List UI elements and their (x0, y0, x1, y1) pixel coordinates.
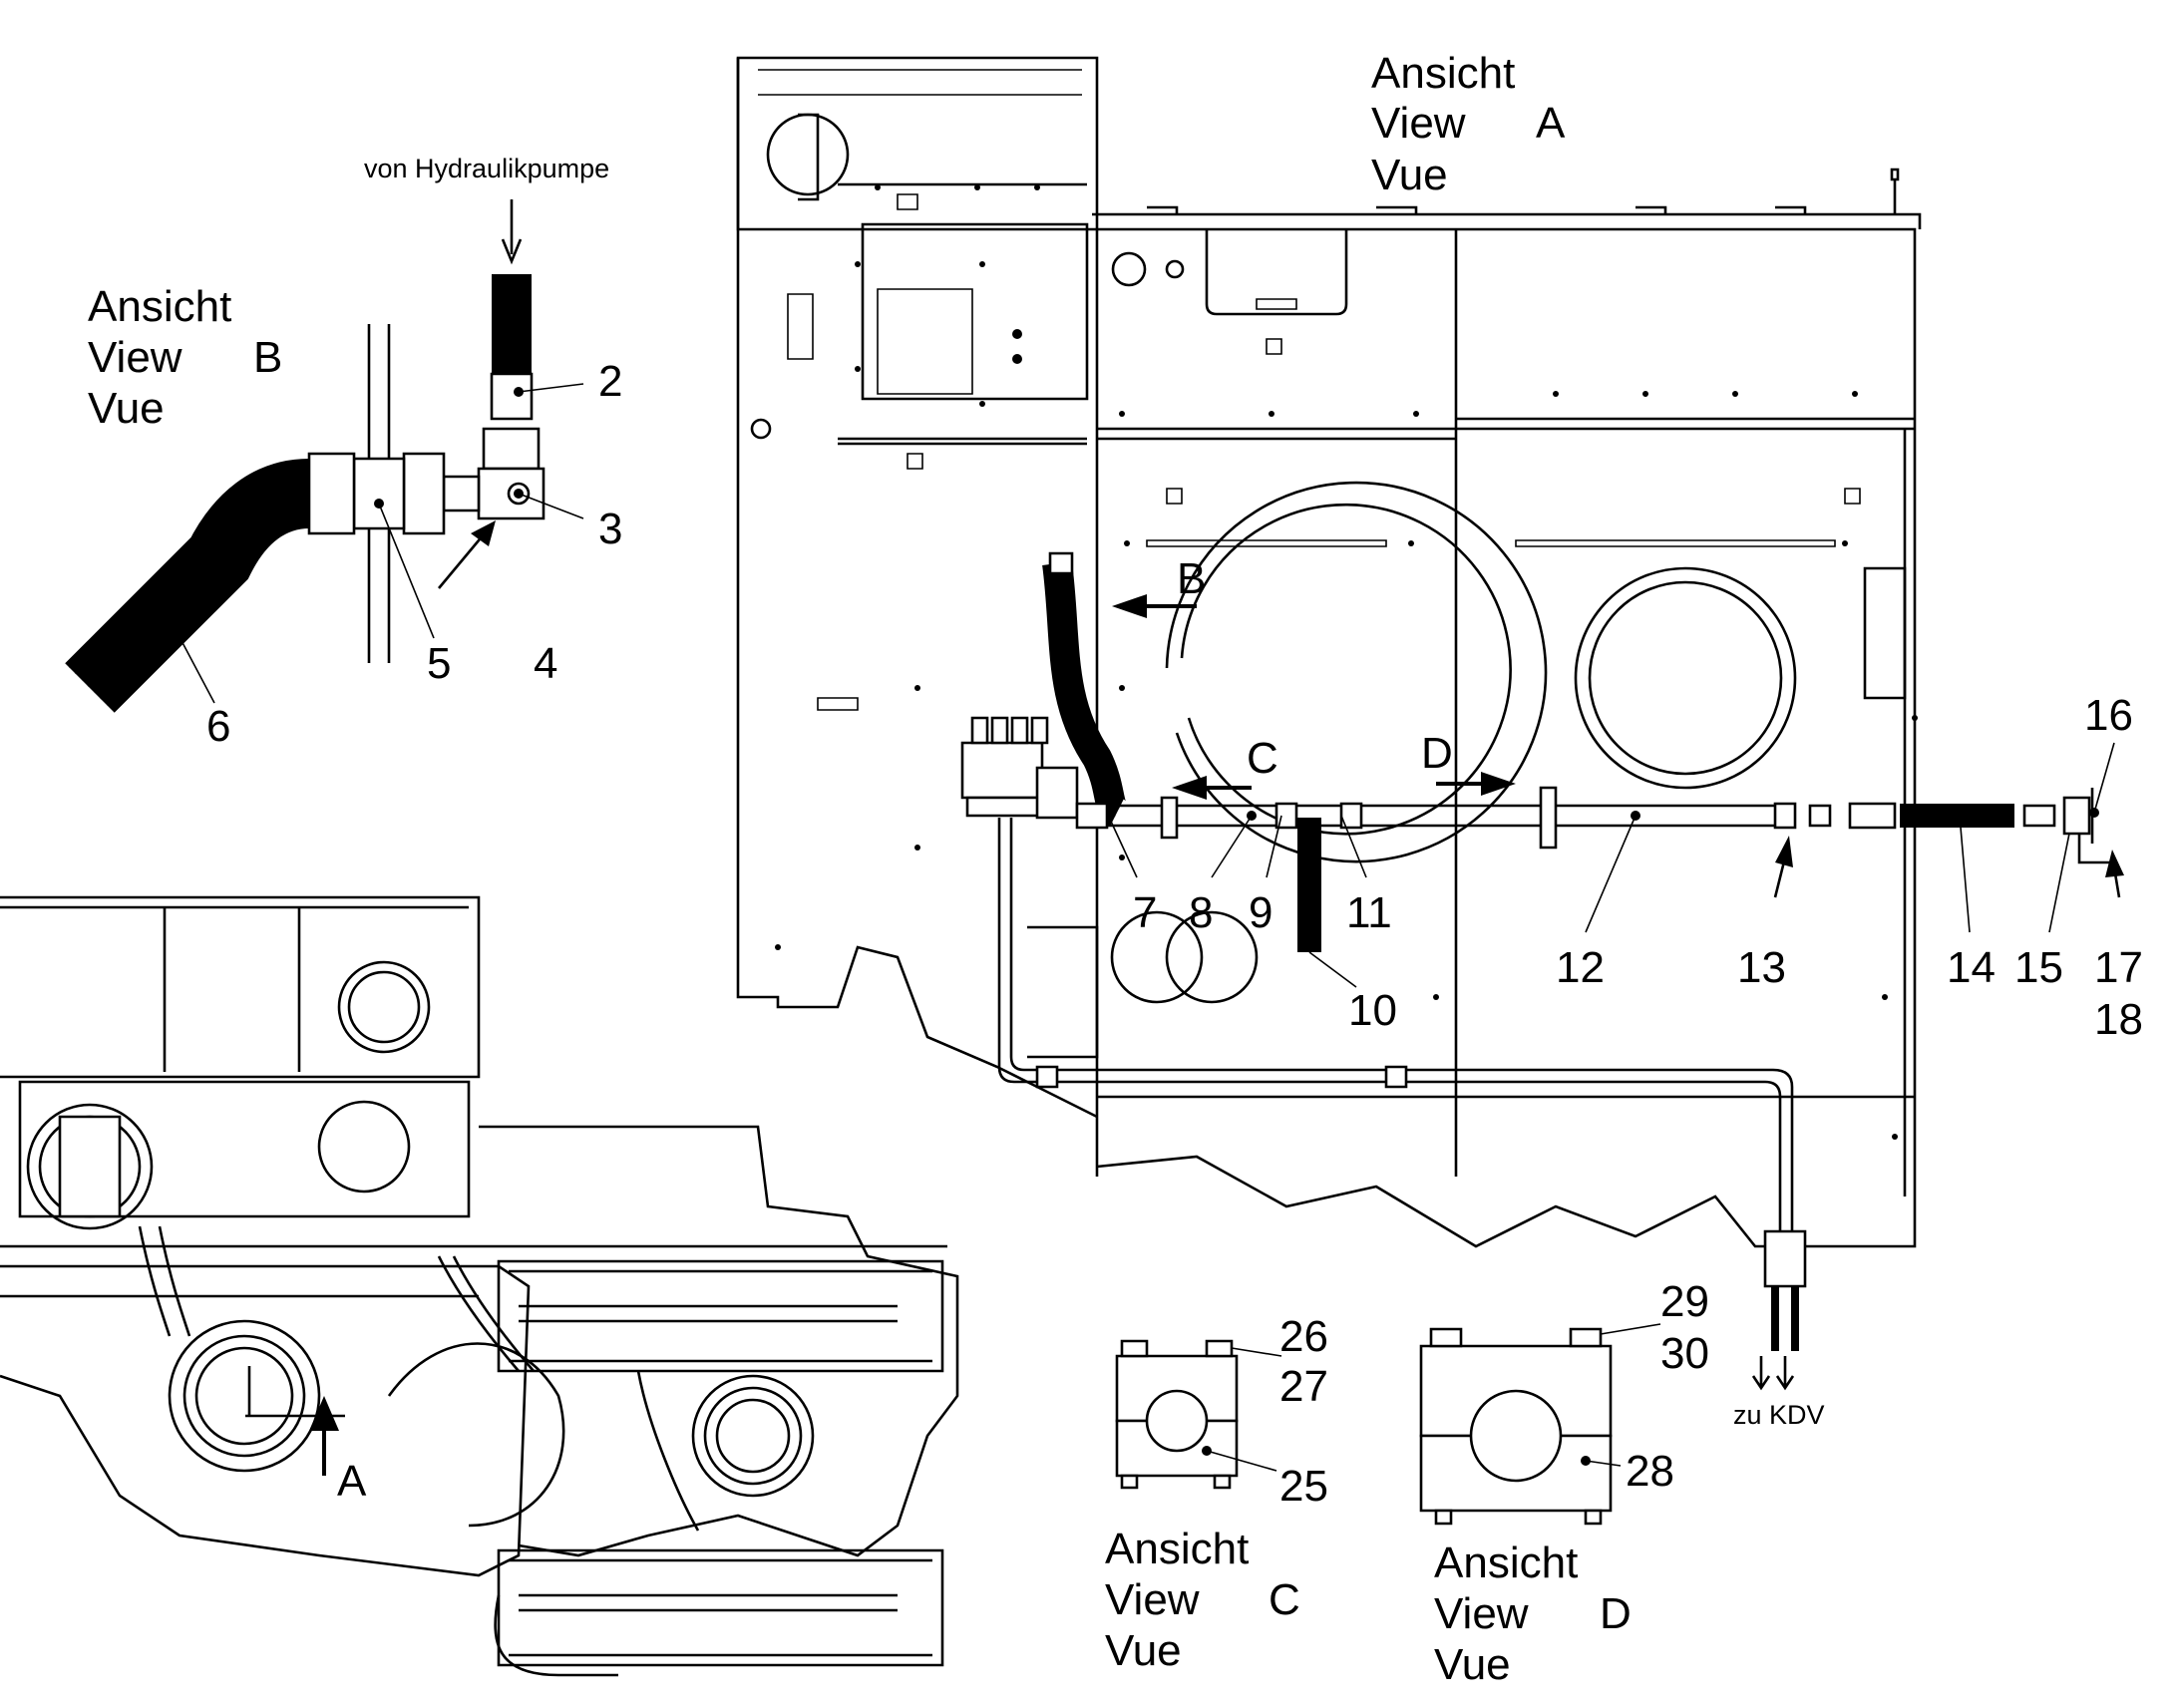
view-c-clamp (1115, 1339, 1239, 1490)
view-b-title: Ansicht View B Vue (88, 282, 282, 433)
part-12: 12 (1556, 943, 1605, 992)
arrow-d (1436, 772, 1516, 796)
view-b-line3: Vue (88, 384, 165, 433)
part-numbers: 2 3 4 5 6 7 8 9 10 11 12 13 14 15 16 17 … (206, 357, 2143, 1511)
part-29: 29 (1660, 1277, 1709, 1326)
view-a-line1: Ansicht (1371, 49, 1515, 98)
part-13: 13 (1737, 943, 1786, 992)
view-a-hydraulic-line (960, 551, 2109, 1391)
view-c-line1: Ansicht (1105, 1525, 1249, 1573)
view-b-line2: View (88, 333, 182, 382)
view-a-line2: View (1371, 99, 1466, 148)
part-28: 28 (1626, 1447, 1674, 1496)
arrow-13 (1773, 836, 1793, 898)
to-kdv-note: zu KDV (1733, 1400, 1825, 1430)
view-d-line3: Vue (1434, 1640, 1511, 1689)
part-6: 6 (206, 702, 230, 751)
view-d-clamp (1419, 1327, 1613, 1526)
view-d-title: Ansicht View D Vue (1434, 1538, 1632, 1689)
arrow-d-letter: D (1421, 729, 1453, 778)
part-16: 16 (2084, 691, 2133, 740)
from-pump-note: von Hydraulikpumpe (364, 154, 609, 183)
view-d-line2: View (1434, 1589, 1529, 1638)
part-7: 7 (1133, 888, 1157, 937)
part-25: 25 (1279, 1462, 1328, 1511)
arrow-c (1172, 776, 1252, 800)
view-a-letter: A (1536, 99, 1566, 148)
part-4: 4 (534, 639, 557, 688)
part-17: 17 (2094, 943, 2143, 992)
view-c-letter: C (1269, 1575, 1300, 1624)
view-b-letter: B (253, 333, 282, 382)
view-b-line1: Ansicht (88, 282, 231, 331)
part-30: 30 (1660, 1329, 1709, 1378)
view-c-title: Ansicht View C Vue (1105, 1525, 1300, 1675)
part-3: 3 (598, 505, 622, 553)
view-a-line3: Vue (1371, 151, 1448, 199)
part-27: 27 (1279, 1362, 1328, 1411)
leader-lines (169, 383, 2115, 1472)
view-c-line3: Vue (1105, 1626, 1182, 1675)
leader-dots (165, 387, 2099, 1466)
part-18: 18 (2094, 995, 2143, 1044)
part-8: 8 (1189, 888, 1213, 937)
part-9: 9 (1249, 888, 1272, 937)
view-b-detail (65, 199, 545, 713)
view-a-title: Ansicht View A Vue (1371, 49, 1566, 199)
arrow-b (1112, 594, 1197, 618)
view-c-line2: View (1105, 1575, 1200, 1624)
part-15: 15 (2014, 943, 2063, 992)
overview-machine (0, 895, 959, 1677)
part-11: 11 (1346, 888, 1392, 937)
arrow-a-letter: A (337, 1457, 367, 1506)
view-d-line1: Ansicht (1434, 1538, 1578, 1587)
arrow-4 (438, 520, 496, 589)
view-a-frame (736, 56, 1922, 1248)
part-5: 5 (427, 639, 451, 688)
part-26: 26 (1279, 1312, 1328, 1361)
arrow-17 (2105, 850, 2124, 898)
part-10: 10 (1348, 986, 1397, 1035)
part-14: 14 (1947, 943, 1996, 992)
arrow-c-letter: C (1247, 734, 1278, 783)
arrow-b-letter: B (1177, 554, 1206, 603)
part-2: 2 (598, 357, 622, 406)
view-d-letter: D (1600, 1589, 1632, 1638)
